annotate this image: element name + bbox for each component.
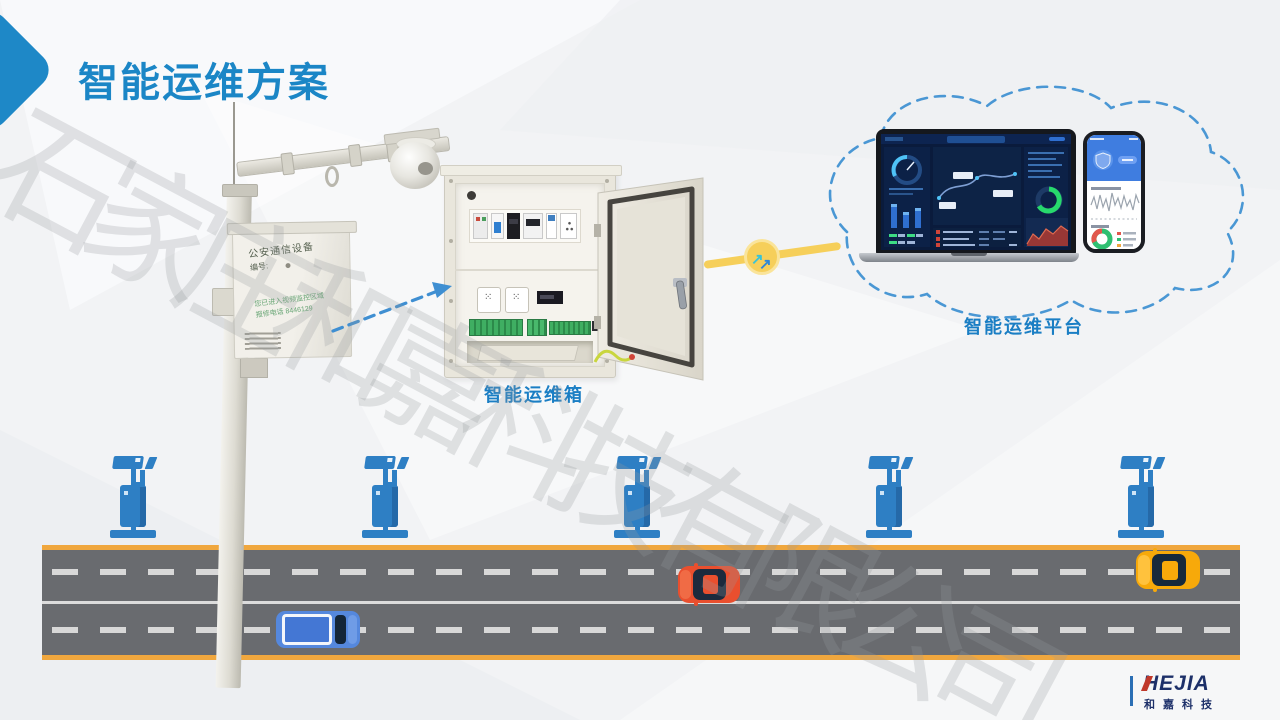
- digital-meter: [523, 213, 543, 239]
- shield-icon: [1095, 152, 1111, 170]
- transfer-arrow: ↗: [751, 251, 764, 268]
- cctv-camera-post: [597, 448, 677, 540]
- wall-socket: [477, 287, 501, 313]
- equipment-shelf: [477, 345, 579, 361]
- cloud-icon: [828, 85, 1245, 319]
- cctv-camera-post: [849, 448, 929, 540]
- maintenance-box: [440, 165, 622, 378]
- maintenance-box-label: 智能运维箱: [484, 385, 584, 405]
- dashed-link-arrow-icon: [331, 282, 452, 333]
- door-handle: [676, 280, 687, 310]
- wire-terminal: [629, 354, 635, 360]
- laptop-base: [859, 253, 1079, 262]
- cabinet-rain-flange: [226, 220, 357, 236]
- blue-van: [276, 611, 360, 648]
- maintenance-box-lock: [467, 191, 476, 200]
- cabinet-vents: [244, 331, 281, 350]
- wall-socket: [505, 287, 529, 313]
- power-socket: [560, 213, 577, 239]
- terminal-strip: [469, 319, 523, 336]
- pole-antenna: [233, 102, 235, 192]
- platform-label: 智能运维平台: [964, 317, 1084, 337]
- phone: [1083, 131, 1145, 253]
- ground-wire: [593, 349, 632, 363]
- cctv-camera-post: [93, 448, 173, 540]
- road-edge-line: [42, 545, 1240, 550]
- lane-dash-line: [52, 627, 1230, 633]
- cctv-camera-post: [345, 448, 425, 540]
- arm-hook: [325, 166, 339, 187]
- door-hinge: [594, 224, 601, 237]
- terminal-display: [537, 291, 563, 304]
- logo-brand-text: HEJIA: [1143, 672, 1210, 695]
- terminal-strip: [549, 321, 591, 335]
- maintenance-box-screws: [449, 179, 453, 183]
- cctv-camera-post: [1101, 448, 1181, 540]
- breaker-panel: [469, 209, 581, 243]
- cctv-camera-icon: [364, 456, 396, 469]
- cctv-camera-icon: [868, 456, 900, 469]
- circuit-breaker-blue: [490, 213, 505, 239]
- phone-app-ui: [1087, 135, 1141, 249]
- cctv-camera-icon: [616, 456, 648, 469]
- logo-accent-bar: [1130, 676, 1133, 706]
- laptop-screen: [876, 129, 1076, 255]
- transfer-arrow: ↗: [759, 256, 772, 273]
- door-hinge: [594, 316, 601, 329]
- cctv-camera-icon: [1120, 456, 1152, 469]
- pole-arm-bracket: [222, 184, 258, 197]
- pole-lower-bracket: [240, 358, 268, 378]
- dome-camera-lens: [418, 162, 433, 175]
- arm-clamp: [280, 152, 295, 176]
- control-module: [545, 213, 558, 239]
- cabinet-text-block: 公安通信设备 编号: 您已进入视频监控区域 报修电话 8446129: [248, 239, 326, 321]
- maintenance-box-door: [593, 177, 704, 381]
- panel-divider: [455, 269, 603, 271]
- logo-company-text: 和嘉科技: [1144, 699, 1220, 711]
- lane-divider-line: [42, 601, 1240, 604]
- page-title: 智能运维方案: [78, 61, 330, 105]
- dashboard-ui: [881, 134, 1071, 250]
- power-meter: [507, 213, 521, 239]
- arm-clamp: [347, 143, 363, 168]
- maintenance-box-lip: [440, 165, 622, 176]
- terminal-connector: [527, 319, 547, 336]
- lane-dash-line: [52, 569, 1230, 575]
- data-transfer-icon: ↗ ↗: [744, 239, 780, 275]
- company-logo: HEJIA 和嘉科技: [1130, 672, 1260, 714]
- road-edge-line: [42, 655, 1240, 660]
- red-car: [678, 563, 740, 606]
- yellow-car: [1136, 548, 1200, 592]
- cctv-camera-icon: [112, 456, 144, 469]
- circuit-breaker: [473, 213, 488, 239]
